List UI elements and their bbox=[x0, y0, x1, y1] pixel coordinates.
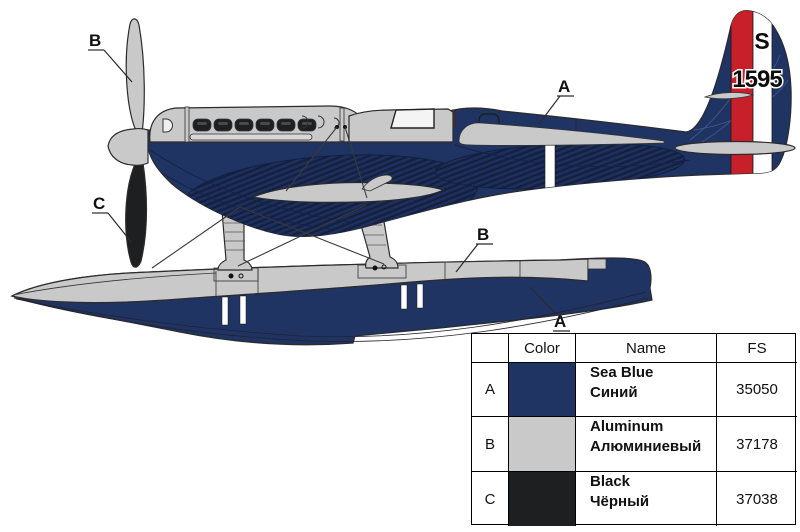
cowl-louvre-slot bbox=[189, 133, 313, 141]
dorsal-fairing bbox=[458, 122, 665, 146]
strut-bolt bbox=[381, 264, 387, 270]
nose-contour-lines bbox=[149, 144, 691, 230]
color-name-en: Aluminum bbox=[590, 418, 664, 435]
propeller-blade-bottom bbox=[125, 161, 148, 268]
color-name-en: Black bbox=[590, 473, 631, 490]
float-bow-deck-line bbox=[12, 272, 217, 296]
float-white-stripe bbox=[416, 283, 424, 309]
callout-c-left: C bbox=[92, 194, 133, 244]
float-deck-aluminum bbox=[10, 258, 589, 304]
callout-letter: C bbox=[93, 194, 105, 213]
color-swatch-cell bbox=[509, 363, 576, 417]
fs-code: 37178 bbox=[717, 417, 797, 472]
cowl-post bbox=[339, 107, 345, 142]
callout-letter: B bbox=[89, 31, 101, 50]
float bbox=[10, 257, 653, 346]
fs-code: 37038 bbox=[736, 490, 778, 508]
callout-a-bottom: A bbox=[529, 286, 570, 332]
tail-letter: S bbox=[754, 28, 769, 54]
row-letter: C bbox=[472, 472, 509, 526]
color-swatch-cell bbox=[509, 472, 576, 526]
color-swatch-aluminum bbox=[509, 417, 575, 471]
float-white-stripe bbox=[239, 295, 247, 325]
callout-b-top: B bbox=[88, 31, 133, 83]
callout-a-top: A bbox=[538, 77, 574, 125]
callout-letter: A bbox=[554, 312, 566, 331]
bracing-wires bbox=[151, 126, 385, 269]
strut-bolt bbox=[228, 273, 234, 279]
paint-color-table: Color Name FS A Sea Blue Синий 35050 B A… bbox=[471, 333, 797, 526]
color-name-en: Sea Blue bbox=[590, 364, 654, 381]
wing-fillet-horn bbox=[361, 174, 393, 192]
tailplane bbox=[674, 140, 796, 156]
color-name-cell: Black Чёрный bbox=[576, 472, 717, 526]
strut-bolt bbox=[238, 273, 244, 279]
float-white-stripe bbox=[221, 296, 229, 326]
cowl-post bbox=[184, 106, 190, 143]
callout-b-bottom: B bbox=[455, 225, 493, 273]
windscreen bbox=[390, 108, 435, 129]
fuselage-white-stripe bbox=[544, 141, 556, 190]
spinner bbox=[107, 127, 149, 166]
float-chine-line bbox=[13, 297, 649, 342]
color-swatch-cell bbox=[509, 417, 576, 472]
color-swatch-sea-blue bbox=[509, 363, 575, 416]
rudder-horn-balance bbox=[703, 92, 755, 100]
table-header-name: Name bbox=[576, 334, 717, 363]
table-header-fs: FS bbox=[717, 334, 797, 363]
table-header-letter bbox=[472, 334, 509, 363]
strut-bolt bbox=[372, 265, 378, 271]
float-white-stripe bbox=[400, 284, 408, 310]
callout-letter: B bbox=[477, 225, 489, 244]
color-swatch-black bbox=[509, 472, 575, 526]
tail-serial: 1595 bbox=[732, 66, 782, 93]
row-letter: A bbox=[472, 363, 509, 417]
callout-letter: A bbox=[558, 77, 570, 96]
color-name-cell: Aluminum Алюминиевый bbox=[576, 417, 717, 472]
nose-intake bbox=[162, 118, 173, 133]
float-chine-line bbox=[15, 291, 647, 338]
table-header-color: Color bbox=[509, 334, 576, 363]
color-name-ru: Синий bbox=[590, 384, 638, 401]
wing bbox=[250, 181, 445, 203]
row-letter: B bbox=[472, 417, 509, 472]
fs-code: 35050 bbox=[717, 363, 797, 417]
exhaust-stubs bbox=[192, 118, 317, 132]
propeller-blade-top bbox=[125, 18, 145, 134]
color-name-ru: Алюминиевый bbox=[590, 438, 702, 455]
float-aft-deck-panel bbox=[587, 258, 607, 270]
color-name-cell: Sea Blue Синий bbox=[576, 363, 717, 417]
color-name-ru: Чёрный bbox=[590, 493, 650, 510]
